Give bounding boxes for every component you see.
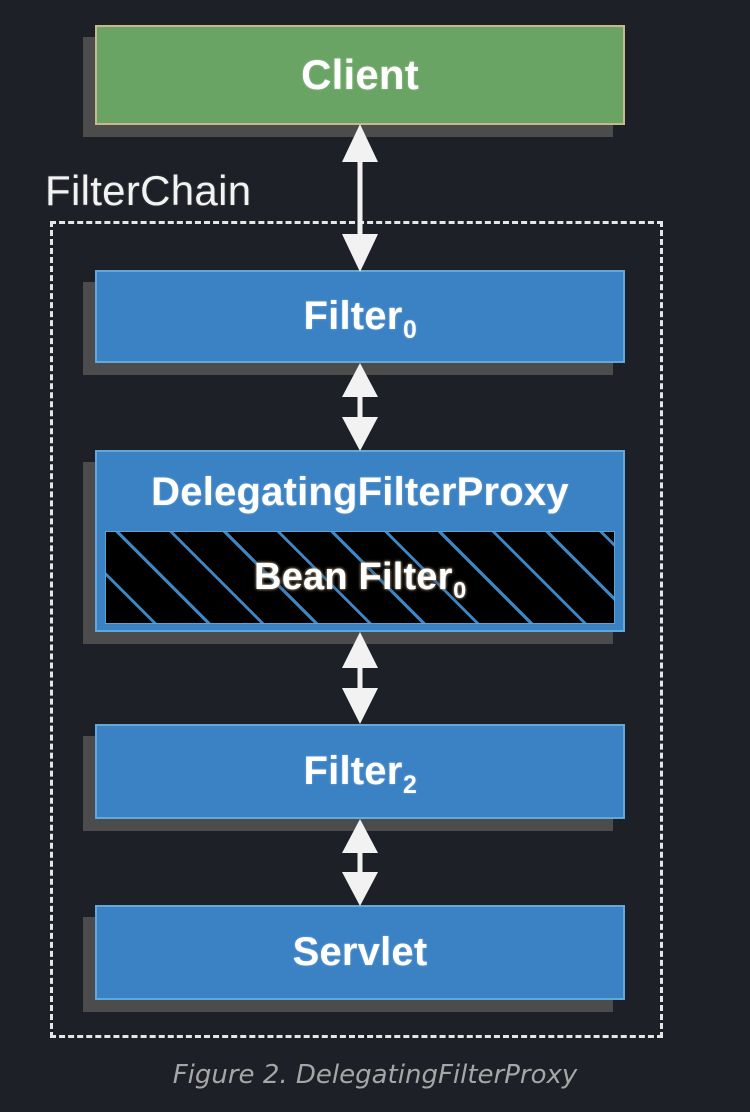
node-bean-filter0-subscript: 0 xyxy=(453,576,467,603)
node-bean-filter0-label: Bean Filter0 xyxy=(254,556,467,603)
node-filter0-subscript: 0 xyxy=(402,317,417,345)
figure-caption: Figure 2. DelegatingFilterProxy xyxy=(172,1060,578,1090)
filterchain-group-label: FilterChain xyxy=(45,167,252,214)
filterchain-group-boundary xyxy=(50,221,663,1038)
node-filter2-label: Filter2 xyxy=(303,749,417,800)
node-filter2-subscript: 2 xyxy=(402,772,417,800)
node-filter0[interactable]: Filter0 xyxy=(95,270,625,363)
node-filter0-label: Filter0 xyxy=(303,294,417,345)
node-filter2[interactable]: Filter2 xyxy=(95,724,625,819)
connector-filter2-servlet xyxy=(342,819,378,906)
node-client-label: Client xyxy=(301,51,419,98)
node-servlet[interactable]: Servlet xyxy=(95,905,625,1000)
connector-filter0-delegatingfilterproxy xyxy=(342,363,378,451)
node-delegatingfilterproxy[interactable]: DelegatingFilterProxy Bean Filter0 xyxy=(95,450,625,632)
node-delegatingfilterproxy-title: DelegatingFilterProxy xyxy=(151,469,569,514)
connector-delegatingfilterproxy-filter2 xyxy=(342,632,378,724)
node-bean-filter0[interactable]: Bean Filter0 xyxy=(105,531,615,624)
node-client[interactable]: Client xyxy=(95,25,625,125)
node-servlet-label: Servlet xyxy=(292,930,428,974)
connector-client-filter0 xyxy=(342,124,378,272)
